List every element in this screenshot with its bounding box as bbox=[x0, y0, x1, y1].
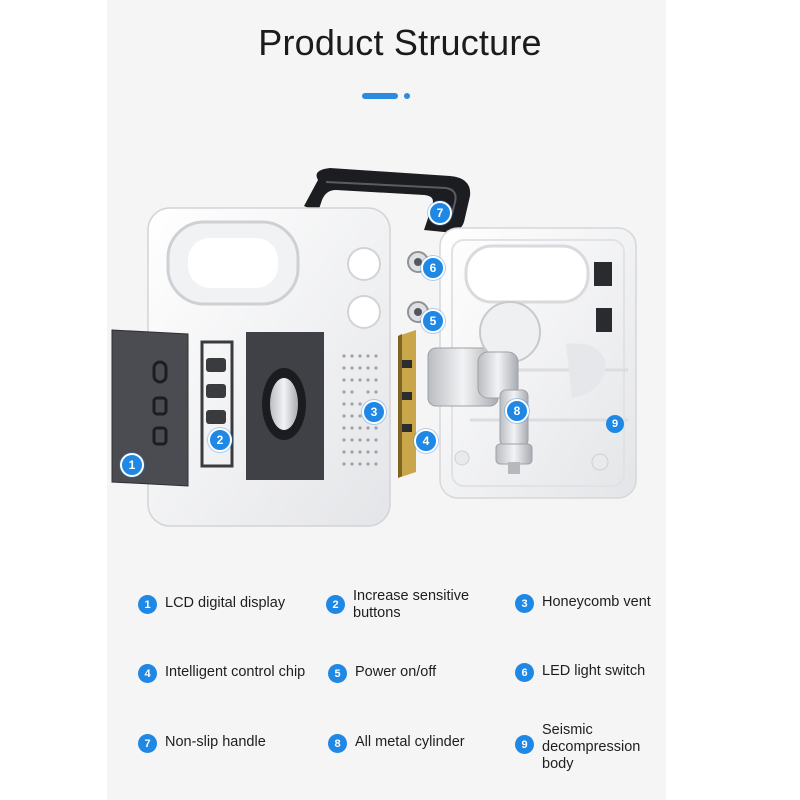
callout-badge-1: 1 bbox=[120, 453, 144, 477]
legend-number-6: 6 bbox=[515, 663, 534, 682]
page-title: Product Structure bbox=[258, 22, 542, 63]
legend-number-9: 9 bbox=[515, 735, 534, 754]
legend-label-6: LED light switch bbox=[542, 663, 646, 679]
legend-label-2: Increase sensitive buttons bbox=[353, 588, 470, 621]
legend-item-4: 4 Intelligent control chip bbox=[138, 664, 305, 683]
legend-label-5: Power on/off bbox=[355, 664, 437, 680]
callout-badge-4: 4 bbox=[414, 429, 438, 453]
control-chip-board bbox=[398, 330, 416, 478]
legend-label-3: Honeycomb vent bbox=[542, 594, 651, 610]
legend-label-8: All metal cylinder bbox=[355, 734, 465, 750]
legend-item-6: 6 LED light switch bbox=[515, 663, 645, 682]
legend-number-8: 8 bbox=[328, 734, 347, 753]
legend-item-5: 5 Power on/off bbox=[328, 664, 436, 683]
title-underline-dash bbox=[362, 93, 398, 99]
legend-item-1: 1 LCD digital display bbox=[138, 595, 285, 614]
callout-badge-6: 6 bbox=[421, 256, 445, 280]
sensitive-buttons bbox=[200, 340, 234, 468]
legend-number-7: 7 bbox=[138, 734, 157, 753]
legend-number-5: 5 bbox=[328, 664, 347, 683]
legend-number-4: 4 bbox=[138, 664, 157, 683]
legend-number-3: 3 bbox=[515, 594, 534, 613]
legend-number-1: 1 bbox=[138, 595, 157, 614]
legend-label-9: Seismic decompression body bbox=[542, 722, 641, 772]
legend-label-7: Non-slip handle bbox=[165, 734, 266, 750]
legend-item-3: 3 Honeycomb vent bbox=[515, 594, 651, 613]
legend-item-7: 7 Non-slip handle bbox=[138, 734, 266, 753]
callout-badge-9: 9 bbox=[606, 415, 624, 433]
legend-number-2: 2 bbox=[326, 595, 345, 614]
legend-item-2: 2 Increase sensitive buttons bbox=[326, 588, 478, 622]
back-shell bbox=[439, 227, 637, 499]
legend-item-9: 9 Seismic decompression body bbox=[515, 722, 652, 773]
callout-badge-8: 8 bbox=[505, 399, 529, 423]
callout-badge-5: 5 bbox=[421, 309, 445, 333]
callout-badge-2: 2 bbox=[208, 428, 232, 452]
front-casing bbox=[147, 207, 391, 527]
lcd-display-panel bbox=[111, 329, 189, 487]
legend-label-4: Intelligent control chip bbox=[165, 664, 306, 680]
legend-label-1: LCD digital display bbox=[165, 595, 286, 611]
callout-badge-3: 3 bbox=[362, 400, 386, 424]
legend-item-8: 8 All metal cylinder bbox=[328, 734, 465, 753]
title-underline-dot bbox=[404, 93, 410, 99]
callout-badge-7: 7 bbox=[428, 201, 452, 225]
